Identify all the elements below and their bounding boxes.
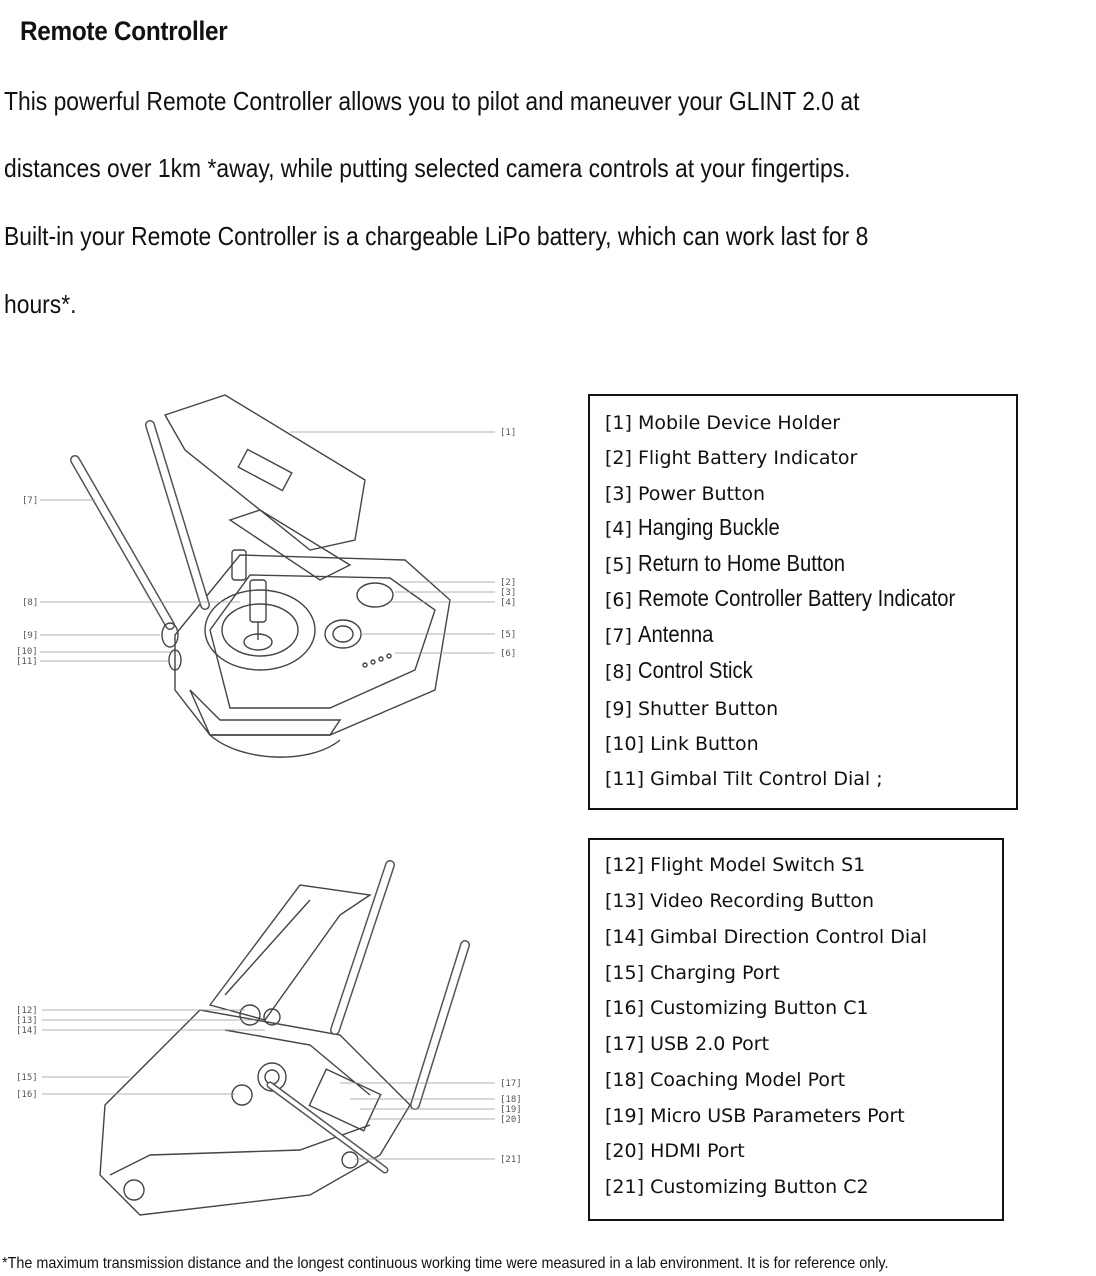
legend-item-8: [8] Control Stick	[605, 657, 753, 683]
callout-6: [6]	[500, 649, 516, 659]
legend-item-11: [11] Gimbal Tilt Control Dial ;	[605, 768, 883, 790]
legend-item-5: [5] Return to Home Button	[605, 550, 845, 576]
legend-item-19: [19] Micro USB Parameters Port	[605, 1105, 905, 1127]
controller-front-diagram: [1] [7] [8] [9] [10] [11] [2] [3] [4] [5…	[10, 390, 530, 780]
mobile-device-holder	[163, 394, 366, 551]
callout-14: [14]	[16, 1026, 38, 1036]
callout-1: [1]	[500, 428, 516, 438]
callout-2: [2]	[500, 578, 516, 588]
legend-item-20: [20] HDMI Port	[605, 1140, 745, 1162]
controller-rear-diagram: [12] [13] [14] [15] [16] [17] [18] [19] …	[10, 855, 530, 1225]
callout-12: [12]	[16, 1006, 38, 1016]
callout-16: [16]	[16, 1090, 38, 1100]
legend-item-7: [7] Antenna	[605, 621, 714, 647]
legend-item-6: [6] Remote Controller Battery Indicator	[605, 585, 956, 611]
legend-item-15: [15] Charging Port	[605, 962, 780, 984]
legend-box-front: [1] Mobile Device Holder [2] Flight Batt…	[588, 394, 1018, 810]
callout-18: [18]	[500, 1095, 522, 1105]
page-title: Remote Controller	[20, 16, 228, 46]
holder-rear	[208, 884, 372, 1021]
intro-line-3: Built-in your Remote Controller is a cha…	[4, 221, 869, 251]
callout-13: [13]	[16, 1016, 38, 1026]
callout-17: [17]	[500, 1079, 522, 1089]
callout-19: [19]	[500, 1105, 522, 1115]
callout-5: [5]	[500, 630, 516, 640]
callout-9: [9]	[22, 631, 38, 641]
legend-item-12: [12] Flight Model Switch S1	[605, 854, 866, 876]
legend-box-rear: [12] Flight Model Switch S1 [13] Video R…	[588, 838, 1004, 1221]
legend-item-4: [4] Hanging Buckle	[605, 514, 780, 540]
legend-item-3: [3] Power Button	[605, 483, 766, 505]
intro-line-4: hours*.	[4, 289, 77, 319]
control-stick	[249, 579, 267, 623]
power-button	[356, 582, 394, 608]
legend-item-13: [13] Video Recording Button	[605, 890, 875, 912]
legend-item-16: [16] Customizing Button C1	[605, 997, 869, 1019]
callout-20: [20]	[500, 1115, 522, 1125]
legend-item-21: [21] Customizing Button C2	[605, 1176, 869, 1198]
callout-10: [10]	[16, 647, 38, 657]
controller-body	[174, 554, 451, 736]
callout-11: [11]	[16, 657, 38, 667]
callout-4: [4]	[500, 598, 516, 608]
callout-15: [15]	[16, 1073, 38, 1083]
port-cluster	[308, 1068, 382, 1132]
legend-item-1: [1] Mobile Device Holder	[605, 412, 841, 434]
legend-item-9: [9] Shutter Button	[605, 698, 779, 720]
legend-item-2: [2] Flight Battery Indicator	[605, 447, 858, 469]
legend-item-14: [14] Gimbal Direction Control Dial	[605, 926, 928, 948]
legend-item-18: [18] Coaching Model Port	[605, 1069, 846, 1091]
legend-item-10: [10] Link Button	[605, 733, 759, 755]
footnote: *The maximum transmission distance and t…	[2, 1255, 889, 1272]
controller-rear-body	[99, 1009, 411, 1216]
callout-21: [21]	[500, 1155, 522, 1165]
callout-3: [3]	[500, 588, 516, 598]
rth-button	[324, 619, 362, 649]
callout-8: [8]	[22, 598, 38, 608]
callout-7: [7]	[22, 496, 38, 506]
legend-item-17: [17] USB 2.0 Port	[605, 1033, 770, 1055]
intro-line-2: distances over 1km *away, while putting …	[4, 153, 851, 183]
intro-line-1: This powerful Remote Controller allows y…	[4, 86, 860, 116]
